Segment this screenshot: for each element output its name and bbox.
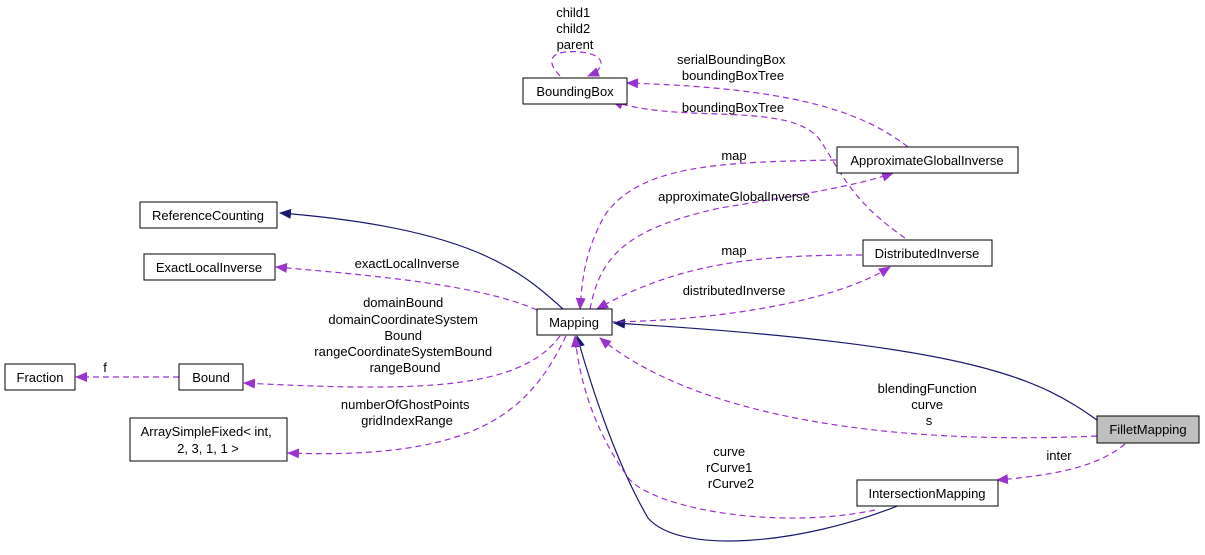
node-box	[129, 417, 288, 462]
edge-intersectionmapping-inherits-mapping	[575, 335, 901, 542]
edge-mapping-to-agi	[589, 172, 894, 310]
node-box	[1096, 415, 1200, 444]
node-distributedinverse[interactable]: DistributedInverse	[862, 239, 993, 267]
edge-label-di-to-mapping: map	[721, 243, 746, 258]
node-label: ArraySimpleFixed< int, 2, 3, 1, 1 >	[141, 424, 276, 456]
edge-label-line: blendingFunction	[878, 381, 977, 396]
node-filletmapping[interactable]: FilletMapping	[1096, 415, 1200, 444]
node-fraction[interactable]: Fraction	[4, 363, 76, 391]
edge-di-to-boundingbox	[611, 99, 906, 239]
edge-label-line: rangeCoordinateSystemBound	[314, 344, 492, 359]
edge-label-mapping-to-agi: approximateGlobalInverse	[658, 189, 810, 204]
node-label: Bound	[192, 370, 230, 385]
edge-mapping-to-exactlocalinverse	[275, 262, 538, 311]
edge-label-line: rCurve1	[706, 460, 752, 475]
node-label: Mapping	[549, 315, 599, 330]
node-mapping[interactable]: Mapping	[536, 308, 613, 336]
edge-label-di-to-bb: boundingBoxTree	[682, 100, 784, 115]
edge-label-bb-self: child1 child2 parent	[556, 5, 594, 52]
edge-mapping-to-arraysimplefixed	[287, 335, 567, 459]
edge-label-line: map	[721, 148, 746, 163]
edge-label-mapping-to-array: numberOfGhostPoints gridIndexRange	[341, 397, 473, 428]
node-box	[862, 239, 993, 267]
edge-label-line: numberOfGhostPoints	[341, 397, 470, 412]
node-label: ApproximateGlobalInverse	[850, 153, 1003, 168]
edge-label-line: domainCoordinateSystem	[328, 312, 478, 327]
edge-mapping-inherits-referencecounting	[279, 208, 564, 310]
edge-label-line: child1	[556, 5, 590, 20]
node-label: ReferenceCounting	[152, 208, 264, 223]
edge-label-line: parent	[557, 37, 594, 52]
edge-label-line: f	[103, 360, 107, 375]
edge-boundingbox-self	[551, 51, 602, 77]
edge-label-line: curve	[713, 444, 745, 459]
edge-label-line: domainBound	[363, 295, 443, 310]
edge-label-line: child2	[556, 21, 590, 36]
edge-label-line: boundingBoxTree	[682, 100, 784, 115]
node-label: Fraction	[17, 370, 64, 385]
edge-label-line: distributedInverse	[683, 283, 786, 298]
edge-label-line: Bound	[384, 328, 422, 343]
edge-label-line: serialBoundingBox	[677, 52, 786, 67]
node-box	[139, 201, 278, 229]
edge-label-intersection-to-mapping: curve rCurve1 rCurve2	[706, 444, 756, 491]
edge-mapping-to-di	[599, 266, 891, 323]
edge-filletmapping-inherits-mapping	[613, 318, 1098, 421]
node-label: ExactLocalInverse	[156, 260, 262, 275]
edge-label-mapping-to-bound: domainBound domainCoordinateSystem Bound…	[314, 295, 495, 375]
edge-label-line: inter	[1046, 448, 1072, 463]
edge-mapping-to-bound	[243, 335, 561, 389]
edge-label-line: map	[721, 243, 746, 258]
edge-label-mapping-to-di: distributedInverse	[683, 283, 786, 298]
node-box	[522, 77, 628, 105]
node-box	[836, 146, 1019, 174]
edge-label-agi-to-mapping: map	[721, 148, 746, 163]
edge-label-line: rangeBound	[370, 360, 441, 375]
node-box	[178, 363, 244, 391]
edge-label-line: s	[926, 413, 933, 428]
node-exactlocalinverse[interactable]: ExactLocalInverse	[143, 253, 276, 281]
edge-label-fillet-to-intersection: inter	[1046, 448, 1072, 463]
node-intersectionmapping[interactable]: IntersectionMapping	[856, 479, 999, 507]
node-bound[interactable]: Bound	[178, 363, 244, 391]
edge-label-fillet-to-mapping: blendingFunction curve s	[878, 381, 981, 428]
edge-label-agi-to-bb: serialBoundingBox boundingBoxTree	[677, 52, 789, 83]
node-label: DistributedInverse	[875, 246, 980, 261]
node-box	[4, 363, 76, 391]
edge-di-to-mapping	[596, 254, 863, 310]
edge-label-line: gridIndexRange	[361, 413, 453, 428]
edge-label-line: boundingBoxTree	[682, 68, 784, 83]
edge-agi-to-boundingbox	[626, 78, 909, 148]
edge-label-line: exactLocalInverse	[355, 256, 460, 271]
edge-label-bound-to-fraction: f	[103, 360, 107, 375]
node-label: IntersectionMapping	[868, 486, 985, 501]
node-arraysimplefixed[interactable]: ArraySimpleFixed< int, 2, 3, 1, 1 >	[129, 417, 288, 462]
edge-filletmapping-to-mapping	[599, 337, 1098, 439]
node-box	[856, 479, 999, 507]
node-label: FilletMapping	[1109, 422, 1186, 437]
edge-label-line: rCurve2	[708, 476, 754, 491]
node-box	[536, 308, 613, 336]
node-box	[143, 253, 276, 281]
node-label-line: 2, 3, 1, 1 >	[177, 441, 239, 456]
edge-filletmapping-to-intersectionmapping	[996, 443, 1126, 485]
node-label: BoundingBox	[536, 84, 614, 99]
node-approximateglobalinverse[interactable]: ApproximateGlobalInverse	[836, 146, 1019, 174]
edge-label-line: curve	[911, 397, 943, 412]
node-label-line: ArraySimpleFixed< int,	[141, 424, 272, 439]
node-referencecounting[interactable]: ReferenceCounting	[139, 201, 278, 229]
edge-label-mapping-to-eli: exactLocalInverse	[355, 256, 460, 271]
edge-label-line: approximateGlobalInverse	[658, 189, 810, 204]
edge-intersectionmapping-to-mapping	[571, 335, 876, 519]
node-boundingbox[interactable]: BoundingBox	[522, 77, 628, 105]
